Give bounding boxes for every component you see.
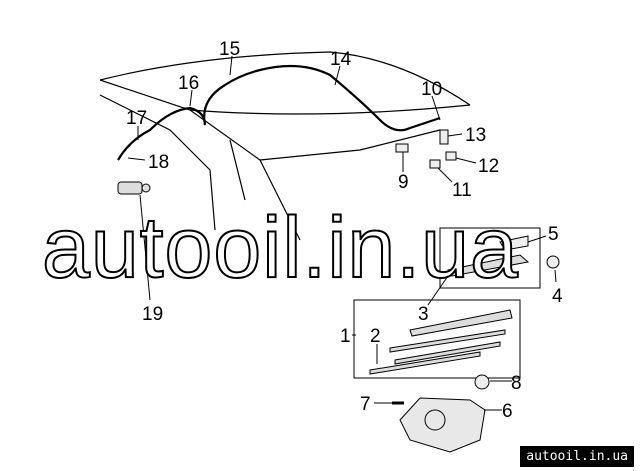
- small-parts: [395, 129, 457, 169]
- callout-18: 18: [148, 152, 169, 173]
- arm-cap: [499, 235, 529, 251]
- leader-lines: [127, 55, 557, 411]
- callout-5: 5: [548, 224, 559, 245]
- wiper-blade: [369, 309, 513, 375]
- washer-pump: [117, 181, 151, 195]
- callout-12: 12: [478, 156, 499, 177]
- callout-14: 14: [330, 49, 352, 70]
- washer-hose: [117, 64, 441, 161]
- callout-10: 10: [421, 79, 442, 100]
- callout-16: 16: [178, 73, 199, 94]
- callout-9: 9: [398, 172, 409, 193]
- wiper-blade-box: [353, 299, 521, 379]
- callout-4: 4: [552, 286, 563, 307]
- callout-1: 1: [340, 326, 351, 347]
- callout-11: 11: [452, 180, 472, 201]
- vehicle-roof-outline: [99, 51, 471, 241]
- callout-6: 6: [502, 401, 513, 422]
- callout-7: 7: [360, 394, 371, 415]
- wiper-arm: [447, 254, 530, 277]
- callout-17: 17: [126, 108, 147, 129]
- callout-3: 3: [418, 304, 429, 325]
- watermark: autooil.in.ua: [41, 200, 519, 296]
- callouts: 1 2 3 4 5 6 7 8 9 10 11 12 13 14 15 16 1…: [126, 39, 563, 422]
- wiper-motor: [399, 397, 486, 453]
- wiper-arm-box: [439, 227, 541, 289]
- callout-15: 15: [219, 39, 240, 60]
- callout-13: 13: [465, 125, 486, 146]
- grommet: [474, 374, 490, 390]
- callout-19: 19: [142, 304, 163, 325]
- callout-8: 8: [511, 373, 522, 394]
- site-badge: autooil.in.ua: [520, 446, 634, 467]
- nut: [546, 255, 560, 269]
- callout-2: 2: [370, 326, 381, 347]
